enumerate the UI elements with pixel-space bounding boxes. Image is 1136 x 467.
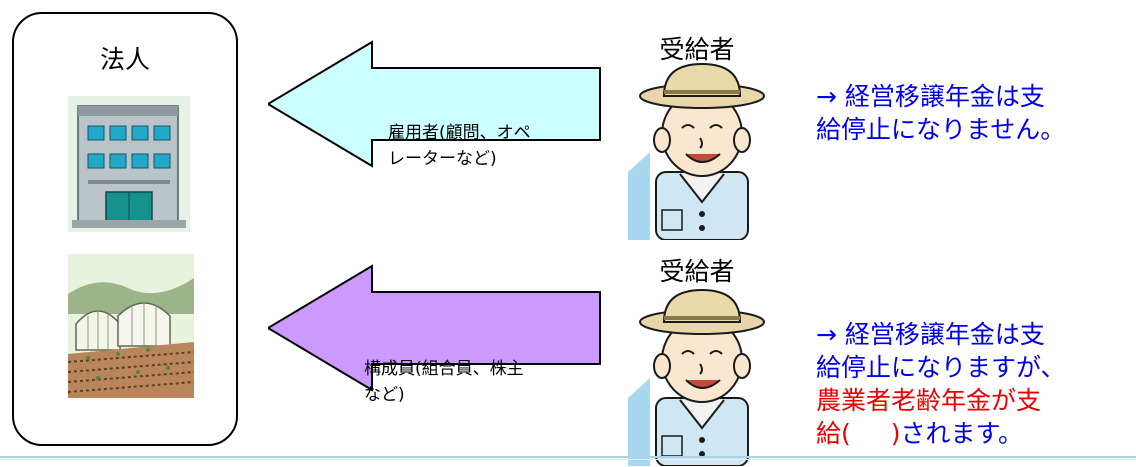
result-text-employee: → 経営移譲年金は支 給停止になりません。 (816, 80, 1065, 146)
caption-line: 構成員(組合員、株主 (364, 359, 524, 379)
greenhouse-field-icon (68, 254, 194, 398)
result-line: → 経営移譲年金は支 (816, 82, 1045, 111)
caption-line: など) (364, 385, 405, 405)
entity-box (12, 12, 238, 446)
left-arrow-icon (268, 264, 601, 392)
bottom-divider (0, 456, 1136, 458)
caption-line: 雇用者(顧問、オペ (388, 123, 531, 143)
result-line: 給停止になりますが、 (816, 353, 1066, 382)
recipient-label: 受給者 (659, 35, 735, 64)
recipient-label: 受給者 (659, 257, 735, 286)
caption-line: レーターなど) (388, 149, 497, 169)
relation-caption-employee: 雇用者(顧問、オペ レーターなど) (388, 120, 531, 172)
result-line-highlight: 農業者老齢年金が支 (816, 386, 1042, 415)
bottom-divider (0, 459, 1136, 460)
farmer-icon (628, 62, 765, 240)
result-line: 給停止になりません。 (816, 115, 1066, 144)
result-line-mixed: 給()されます。 (816, 417, 1066, 450)
result-line: → 経営移譲年金は支 (816, 320, 1045, 349)
entity-title: 法人 (99, 45, 150, 74)
office-building-icon (68, 96, 190, 232)
result-text-member: → 経営移譲年金は支 給停止になりますが、 農業者老齢年金が支 給()されます。 (816, 318, 1066, 450)
relation-caption-member: 構成員(組合員、株主 など) (364, 356, 524, 408)
result-segment: されます。 (900, 419, 1024, 448)
result-highlight-segment: ) (890, 419, 901, 448)
result-highlight-segment: 給( (816, 419, 851, 448)
farmer-icon (628, 288, 765, 466)
left-arrow-icon (268, 40, 601, 168)
